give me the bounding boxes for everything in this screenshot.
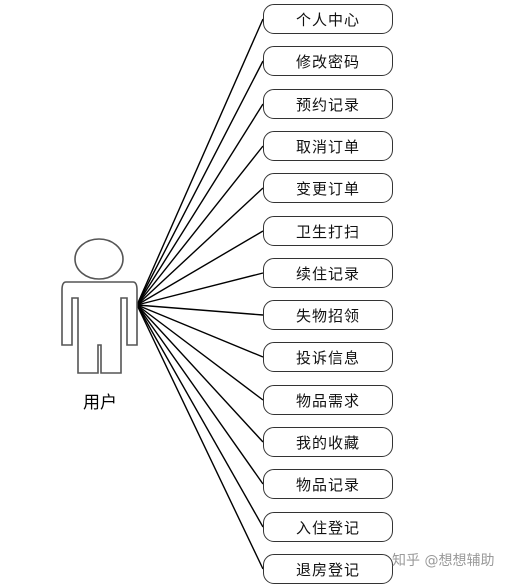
connector-line xyxy=(136,304,264,316)
connector-line xyxy=(136,145,264,306)
connector-line xyxy=(136,187,264,306)
connector-line xyxy=(136,304,264,401)
use-case-oval: 退房登记 xyxy=(263,554,393,584)
use-case-oval: 投诉信息 xyxy=(263,342,393,372)
use-case-oval: 失物招领 xyxy=(263,300,393,330)
use-case-oval: 物品记录 xyxy=(263,469,393,499)
connector-line xyxy=(136,230,264,306)
connector-line xyxy=(136,304,264,485)
use-case-oval: 我的收藏 xyxy=(263,427,393,457)
use-case-oval: 入住登记 xyxy=(263,512,393,542)
use-case-oval: 续住记录 xyxy=(263,258,393,288)
connector-line xyxy=(136,103,264,306)
use-case-oval: 个人中心 xyxy=(263,4,393,34)
connector-line xyxy=(136,304,264,443)
use-case-oval: 卫生打扫 xyxy=(263,216,393,246)
use-case-oval: 物品需求 xyxy=(263,385,393,415)
use-case-oval: 修改密码 xyxy=(263,46,393,76)
connector-line xyxy=(136,304,264,358)
actor-label: 用户 xyxy=(83,393,117,413)
connector-line xyxy=(136,18,264,306)
connector-line xyxy=(136,272,264,306)
use-case-oval: 预约记录 xyxy=(263,89,393,119)
use-case-oval: 取消订单 xyxy=(263,131,393,161)
connector-line xyxy=(136,304,264,570)
use-case-oval: 变更订单 xyxy=(263,173,393,203)
watermark: 知乎 @想想辅助 xyxy=(392,553,495,569)
connector-line xyxy=(136,60,264,306)
connector-line xyxy=(136,304,264,528)
